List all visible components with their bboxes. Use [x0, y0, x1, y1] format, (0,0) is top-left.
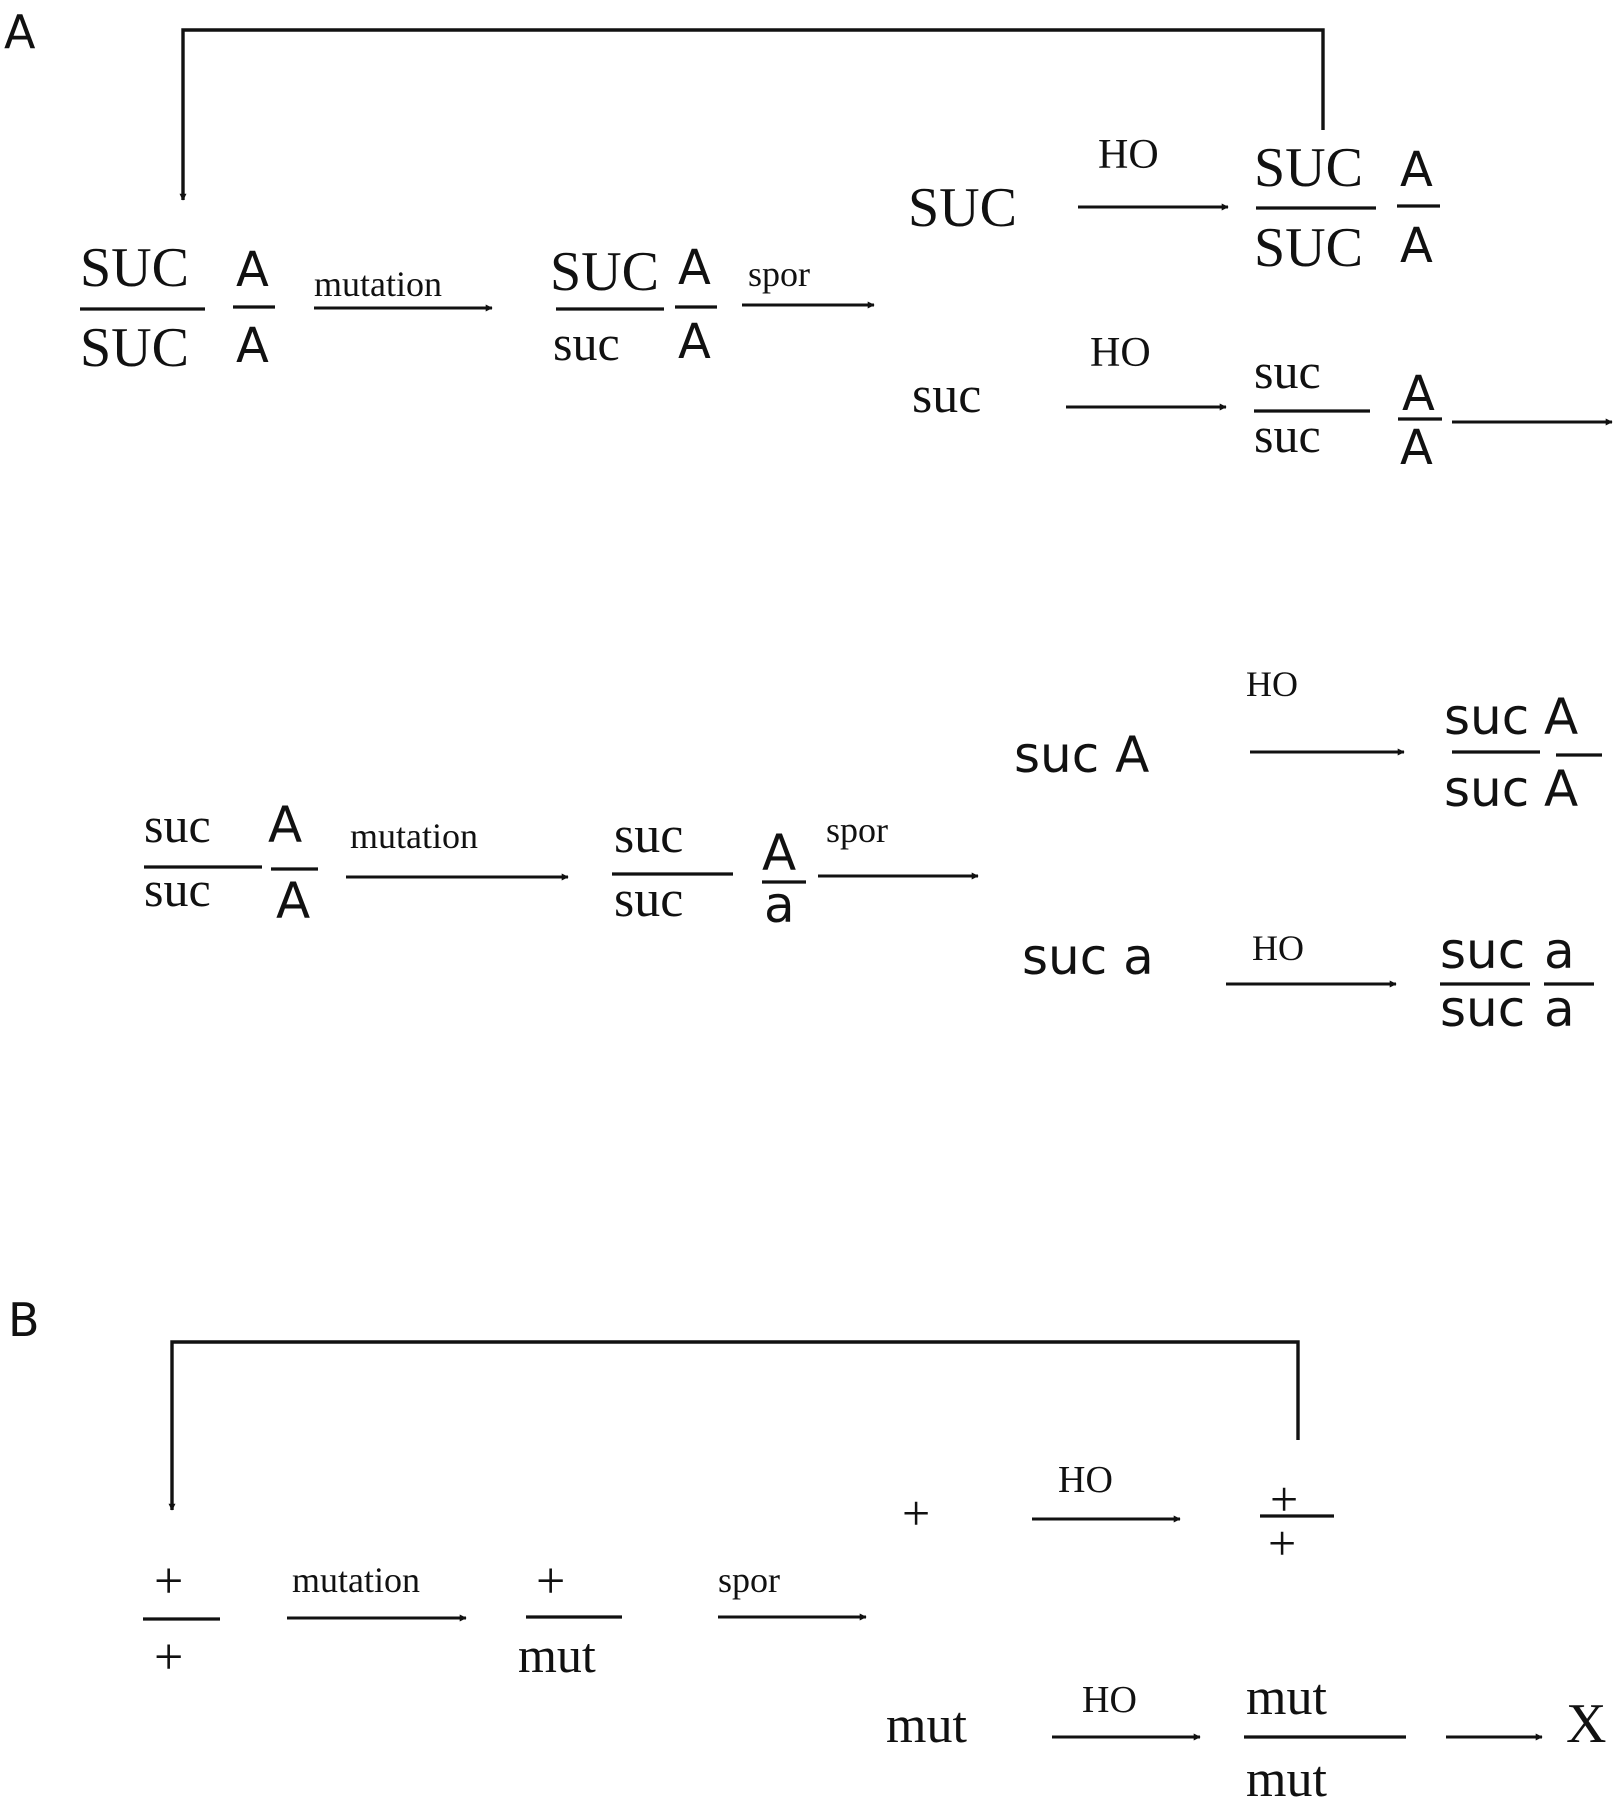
genotype-denominator: suc	[144, 861, 211, 917]
genotype-denominator: suc	[1444, 760, 1529, 818]
genotype-numerator: suc	[614, 807, 683, 864]
sporulation-label: spor	[718, 1560, 780, 1600]
mating-type-denominator: a	[764, 876, 795, 934]
genotype-numerator: suc	[144, 797, 211, 853]
mating-type-numerator: A	[1400, 142, 1433, 198]
genotype-denominator: +	[154, 1629, 183, 1686]
panel-a-label: A	[4, 5, 36, 59]
genotype-denominator: +	[1268, 1515, 1296, 1571]
genotype-denominator: mut	[518, 1627, 596, 1683]
haploid-lower: suc	[912, 367, 981, 424]
genotype-denominator: suc	[1440, 980, 1525, 1038]
genotype-numerator: suc	[1444, 688, 1529, 746]
mating-type-denominator: A	[1544, 760, 1578, 818]
mutation-label: mutation	[350, 816, 478, 856]
genotype-numerator: +	[536, 1553, 565, 1610]
ho-label: HO	[1082, 1679, 1137, 1721]
genotype-denominator: SUC	[80, 317, 189, 379]
genotype-numerator: +	[154, 1553, 183, 1610]
genotype-start-a-top: SUC SUC A A	[80, 237, 275, 379]
genotype-diploid-a-bottom-lower: suc suc a a	[1440, 922, 1594, 1038]
mating-type-numerator: a	[1544, 922, 1575, 980]
mating-type-numerator: A	[678, 240, 711, 296]
genotype-denominator: mut	[1246, 1751, 1327, 1800]
genotype-diploid-upper: SUC SUC A A	[1254, 137, 1440, 279]
mating-type-numerator: A	[1544, 688, 1578, 746]
genotype-numerator: SUC	[550, 241, 659, 303]
mating-type-denominator: A	[236, 318, 269, 374]
mating-type-denominator: a	[1544, 980, 1575, 1038]
mutation-label: mutation	[292, 1560, 420, 1600]
genotype-numerator: SUC	[1254, 137, 1363, 199]
genotype-numerator: SUC	[80, 237, 189, 299]
genotype-start-a-bottom: suc suc A A	[144, 796, 318, 930]
ho-label: HO	[1098, 132, 1159, 178]
mating-type-numerator: A	[1402, 366, 1435, 422]
genotype-diploid-lower: suc suc A A	[1254, 343, 1442, 476]
genotype-diploid-a-bottom-upper: suc suc A A	[1444, 688, 1602, 818]
mating-type-denominator: A	[1400, 218, 1433, 274]
ho-label: HO	[1090, 330, 1151, 376]
genotype-denominator: suc	[1254, 407, 1321, 463]
genotype-numerator: mut	[1246, 1669, 1327, 1726]
mating-type-numerator: A	[762, 824, 796, 882]
sporulation-label: spor	[826, 810, 888, 850]
mating-type-numerator: A	[268, 796, 302, 854]
genotype-numerator: suc	[1440, 922, 1525, 980]
mating-type-denominator: A	[276, 872, 310, 930]
haploid-upper: SUC	[908, 177, 1017, 239]
haploid-upper: suc A	[1014, 726, 1149, 784]
genotype-start-b: + +	[143, 1553, 220, 1686]
haploid-lower: suc a	[1022, 928, 1154, 986]
ho-label: HO	[1252, 928, 1304, 968]
mating-type-numerator: A	[236, 242, 269, 298]
sporulation-label: spor	[748, 254, 810, 294]
genotype-denominator: SUC	[1254, 217, 1363, 279]
genotype-diploid-b-lower: mut mut	[1244, 1669, 1406, 1805]
genotype-numerator: +	[1270, 1471, 1298, 1527]
genotype-denominator: suc	[614, 871, 683, 928]
mutation-label: mutation	[314, 264, 442, 304]
ho-label: HO	[1058, 1459, 1113, 1501]
genotype-denominator: suc	[553, 315, 620, 371]
ho-label: HO	[1246, 664, 1298, 704]
genotype-mid-a-bottom: suc suc A a	[612, 807, 806, 934]
panel-b-label: B	[8, 1293, 40, 1347]
genotype-mid-a-top: SUC suc A A	[550, 240, 717, 371]
haploid-lower: mut	[886, 1697, 967, 1754]
mating-type-denominator: A	[1400, 420, 1433, 476]
haploid-upper: +	[902, 1485, 930, 1541]
feedback-bracket-b	[168, 1340, 1300, 1511]
end-symbol-x: X	[1566, 1693, 1606, 1755]
mating-type-denominator: A	[678, 314, 711, 370]
genotype-diploid-b-upper: + +	[1260, 1471, 1334, 1571]
genotype-mid-b: + mut	[518, 1553, 622, 1683]
genotype-numerator: suc	[1254, 343, 1321, 399]
feedback-bracket-a	[179, 28, 1325, 201]
